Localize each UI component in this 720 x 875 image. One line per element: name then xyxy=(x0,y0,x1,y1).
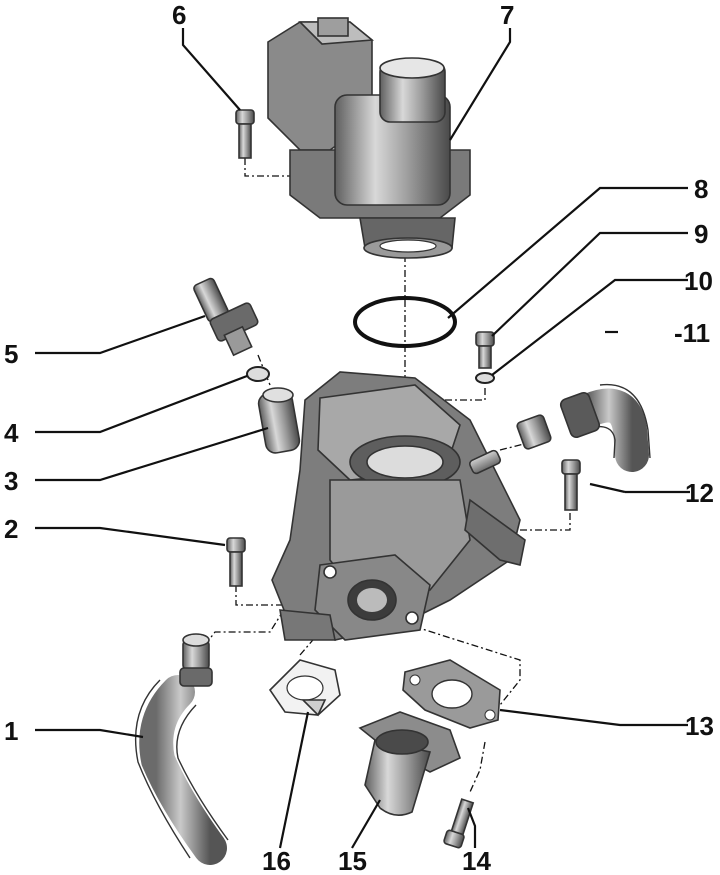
callout-13: 13 xyxy=(685,711,714,741)
coolant-hose-11 xyxy=(516,383,651,472)
callout-2: 2 xyxy=(4,514,18,544)
callout-8: 8 xyxy=(694,174,708,204)
washer-10 xyxy=(475,372,495,384)
egr-valve-actuator xyxy=(267,17,471,259)
sensor-5 xyxy=(193,277,259,357)
bolt-9 xyxy=(475,331,495,369)
callout-14: 14 xyxy=(462,846,491,875)
callout-16: 16 xyxy=(262,846,291,875)
bolt-14 xyxy=(443,798,475,849)
pipe-connector-15 xyxy=(358,711,461,816)
callout-15: 15 xyxy=(338,846,367,875)
egr-housing xyxy=(257,371,526,641)
callout-5: 5 xyxy=(4,339,18,369)
o-ring-8 xyxy=(353,296,457,348)
callout-7: 7 xyxy=(500,0,514,30)
callout-4: 4 xyxy=(4,418,19,448)
callout-3: 3 xyxy=(4,466,18,496)
seal-ring-4 xyxy=(246,366,270,382)
callout-9: 9 xyxy=(694,219,708,249)
bolt-6 xyxy=(235,109,255,159)
callout-6: 6 xyxy=(172,0,186,30)
flange-gasket-13 xyxy=(402,659,501,729)
coolant-hose-1 xyxy=(134,633,229,865)
callout-10: 10 xyxy=(684,266,713,296)
bolt-12 xyxy=(561,459,581,511)
callout-labels: 1 2 3 4 5 6 7 8 9 10 -11 12 13 14 15 16 xyxy=(4,0,714,875)
gasket-16 xyxy=(268,659,341,717)
leader-lines xyxy=(35,28,690,849)
callout-11: -11 xyxy=(674,318,710,348)
callout-12: 12 xyxy=(685,478,714,508)
callout-1: 1 xyxy=(4,716,18,746)
bolt-2 xyxy=(226,537,246,587)
